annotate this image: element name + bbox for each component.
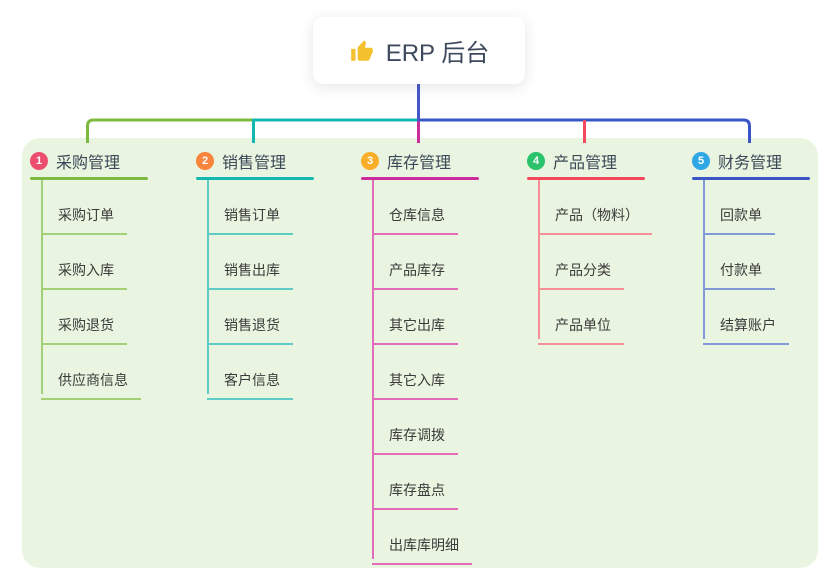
item-label[interactable]: 采购退货 [41, 315, 127, 345]
item-label[interactable]: 回款单 [703, 205, 775, 235]
branch-children: 仓库信息产品库存其它出库其它入库库存调拨库存盘点出库库明细 [372, 180, 479, 565]
item-label[interactable]: 采购订单 [41, 205, 127, 235]
mindmap-item: 仓库信息 [372, 180, 479, 235]
item-label[interactable]: 产品分类 [538, 260, 624, 290]
mindmap-item: 其它入库 [372, 345, 479, 400]
branch-underline [692, 177, 810, 180]
mindmap-item: 客户信息 [207, 345, 314, 400]
branch-children: 销售订单销售出库销售退货客户信息 [207, 180, 314, 400]
branch-children: 产品（物料） 产品分类产品单位 [538, 180, 652, 345]
item-label[interactable]: 销售退货 [207, 315, 293, 345]
item-label[interactable]: 产品单位 [538, 315, 624, 345]
branch-title: 库存管理 [387, 155, 452, 172]
item-label[interactable]: 付款单 [703, 260, 775, 290]
mindmap-item: 产品（物料） [538, 180, 652, 235]
mindmap-item: 供应商信息 [41, 345, 148, 400]
mindmap-item: 库存盘点 [372, 455, 479, 510]
root-node-label: ERP 后台 [385, 40, 490, 67]
mindmap-item: 回款单 [703, 180, 810, 235]
branch-node-3[interactable]: 3 库存管理 [361, 148, 479, 174]
branch-underline [196, 177, 314, 180]
item-label[interactable]: 销售出库 [207, 260, 293, 290]
branch-underline [361, 177, 479, 180]
mindmap-item: 其它出库 [372, 290, 479, 345]
children-connector-vline [41, 180, 43, 394]
mindmap-item: 结算账户 [703, 290, 810, 345]
item-label[interactable]: 销售订单 [207, 205, 293, 235]
branch-title: 产品管理 [553, 155, 618, 172]
mindmap-item: 采购订单 [41, 180, 148, 235]
branch-column-3: 3 库存管理仓库信息产品库存其它出库其它入库库存调拨库存盘点出库库明细 [361, 148, 479, 565]
branches-panel [22, 138, 818, 568]
item-label[interactable]: 产品（物料） [538, 205, 652, 235]
branch-number-badge: 1 [30, 152, 48, 170]
branch-underline [30, 177, 148, 180]
item-label[interactable]: 其它出库 [372, 315, 458, 345]
connector-branch-1 [86, 118, 254, 143]
mindmap-item: 付款单 [703, 235, 810, 290]
branch-number-badge: 2 [196, 152, 214, 170]
branch-node-2[interactable]: 2 销售管理 [196, 148, 314, 174]
branch-node-1[interactable]: 1 采购管理 [30, 148, 148, 174]
connector-branch-5 [418, 118, 751, 143]
branch-number-badge: 3 [361, 152, 379, 170]
branch-number-badge: 4 [527, 152, 545, 170]
branch-column-4: 4 产品管理产品（物料） 产品分类产品单位 [527, 148, 652, 345]
branch-title: 财务管理 [718, 155, 783, 172]
branch-children: 回款单付款单结算账户 [703, 180, 810, 345]
thumbs-up-icon [349, 38, 375, 64]
item-label[interactable]: 库存盘点 [372, 480, 458, 510]
mindmap-item: 库存调拨 [372, 400, 479, 455]
mindmap-item: 出库库明细 [372, 510, 479, 565]
item-label[interactable]: 结算账户 [703, 315, 789, 345]
children-connector-vline [207, 180, 209, 394]
item-label[interactable]: 库存调拨 [372, 425, 458, 455]
branch-underline [527, 177, 645, 180]
mindmap-item: 采购退货 [41, 290, 148, 345]
branch-children: 采购订单采购入库采购退货供应商信息 [41, 180, 148, 400]
item-label[interactable]: 产品库存 [372, 260, 458, 290]
item-label[interactable]: 仓库信息 [372, 205, 458, 235]
mindmap-item: 产品单位 [538, 290, 645, 345]
children-connector-vline [703, 180, 705, 339]
branch-column-2: 2 销售管理销售订单销售出库销售退货客户信息 [196, 148, 314, 400]
branch-title: 销售管理 [222, 155, 287, 172]
item-label[interactable]: 客户信息 [207, 370, 293, 400]
mindmap-item: 销售退货 [207, 290, 314, 345]
mindmap-item: 销售出库 [207, 235, 314, 290]
item-label[interactable]: 采购入库 [41, 260, 127, 290]
item-label[interactable]: 其它入库 [372, 370, 458, 400]
branch-title: 采购管理 [56, 155, 121, 172]
children-connector-vline [372, 180, 374, 559]
mindmap-item: 产品库存 [372, 235, 479, 290]
branch-number-badge: 5 [692, 152, 710, 170]
children-connector-vline [538, 180, 540, 339]
item-label[interactable]: 供应商信息 [41, 370, 141, 400]
branch-column-5: 5 财务管理回款单付款单结算账户 [692, 148, 810, 345]
connector-branch-2 [252, 118, 419, 143]
branch-column-1: 1 采购管理采购订单采购入库采购退货供应商信息 [30, 148, 148, 400]
branch-node-4[interactable]: 4 产品管理 [527, 148, 645, 174]
item-label[interactable]: 出库库明细 [372, 535, 472, 565]
mindmap-item: 采购入库 [41, 235, 148, 290]
mindmap-item: 销售订单 [207, 180, 314, 235]
branch-node-5[interactable]: 5 财务管理 [692, 148, 810, 174]
mindmap-item: 产品分类 [538, 235, 645, 290]
root-node[interactable]: ERP 后台 [313, 17, 525, 84]
